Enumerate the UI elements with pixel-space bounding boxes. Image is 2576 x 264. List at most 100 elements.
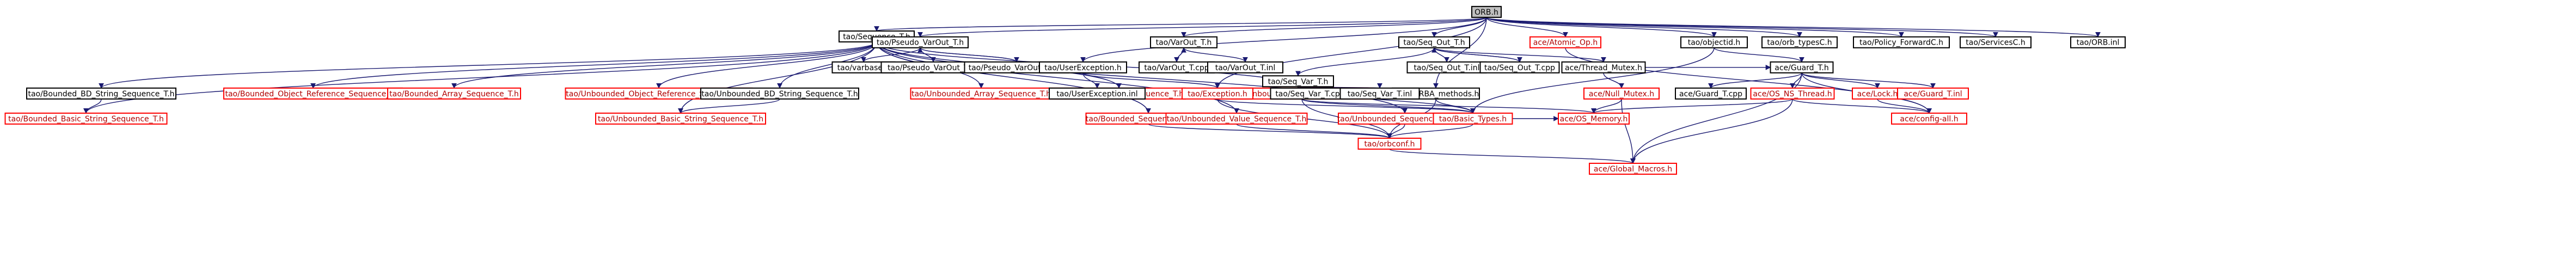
node-bbasic[interactable]: tao/Bounded_Basic_String_Sequence_T.h	[4, 112, 168, 125]
node-label: ace/Guard_T.cpp	[1679, 90, 1742, 99]
edge-userexc-to-exception	[1082, 72, 1220, 89]
node-box	[1471, 5, 1502, 18]
node-svcpp[interactable]: tao/Seq_Var_T.cpp	[1270, 87, 1350, 100]
node-nullmutex[interactable]: ace/Null_Mutex.h	[1583, 87, 1660, 100]
node-objectid[interactable]: tao/objectid.h	[1680, 36, 1748, 48]
node-label: tao/Pseudo_VarOut_T.inl	[888, 64, 979, 72]
edge-seq-to-uv	[876, 41, 1239, 114]
node-label: tao/Bounded_Basic_String_Sequence_T.h	[8, 115, 164, 124]
edge-seq-to-bor	[310, 41, 877, 89]
node-label: ace/Guard_T.inl	[1904, 90, 1962, 99]
edge-orb-to-userexc	[1080, 17, 1487, 63]
node-sv[interactable]: tao/Seq_Var_T.h	[1262, 75, 1334, 88]
edge-uv-to-orbconf	[1236, 124, 1392, 139]
node-box	[1182, 87, 1253, 100]
node-label: tao/VarOut_T.cpp	[1144, 64, 1209, 72]
edge-bscdr-to-orbconf	[1148, 124, 1392, 139]
node-globalmacros[interactable]: ace/Global_Macros.h	[1589, 163, 1677, 175]
edge-orb-to-seq	[874, 17, 1487, 32]
edge-orb-to-policyfwd	[1486, 17, 1904, 38]
node-label: tao/Seq_Var_T.cpp	[1275, 90, 1344, 99]
node-box	[1207, 61, 1283, 73]
node-ubd[interactable]: tao/Unbounded_BD_String_Sequence_T.h	[700, 87, 859, 100]
node-box	[1529, 36, 1601, 48]
edge-orb-to-corba	[1433, 17, 1487, 89]
node-label: tao/Unbounded_Array_Sequence_T.h	[911, 90, 1051, 99]
node-lock[interactable]: ace/Lock.h	[1852, 87, 1903, 100]
node-label: tao/Seq_Out_T.cpp	[1484, 64, 1555, 72]
node-varbase[interactable]: tao/varbase.h	[831, 61, 896, 73]
node-soinl[interactable]: tao/Seq_Out_T.inl	[1406, 61, 1487, 73]
node-basic[interactable]: tao/Basic_Types.h	[1433, 112, 1513, 125]
node-pvoinl[interactable]: tao/Pseudo_VarOut_T.inl	[880, 61, 986, 73]
node-vocpp[interactable]: tao/VarOut_T.cpp	[1139, 61, 1215, 73]
node-label: tao/Seq_Var_T.inl	[1348, 90, 1412, 99]
node-label: tao/varbase.h	[837, 64, 890, 72]
node-box	[1479, 61, 1560, 73]
node-box	[1675, 87, 1747, 100]
node-box	[1339, 87, 1420, 100]
node-label: tao/Bounded_BD_String_Sequence_T.h	[28, 90, 174, 99]
node-bor[interactable]: tao/Bounded_Object_Reference_Sequence_T.…	[223, 87, 403, 100]
node-orb[interactable]: ORB.h	[1471, 5, 1502, 18]
node-guardinl[interactable]: ace/Guard_T.inl	[1897, 87, 1969, 100]
node-orbconf[interactable]: tao/orbconf.h	[1357, 137, 1422, 150]
node-atomic[interactable]: ace/Atomic_Op.h	[1529, 36, 1601, 48]
edge-basic-to-orbconf	[1387, 124, 1473, 139]
node-exception[interactable]: tao/Exception.h	[1182, 87, 1253, 100]
node-threadmutex[interactable]: ace/Thread_Mutex.h	[1561, 61, 1646, 73]
node-vo[interactable]: tao/VarOut_T.h	[1150, 36, 1217, 48]
edge-pvocpp-to-pvo	[917, 47, 1017, 63]
node-label: ace/Lock.h	[1857, 90, 1898, 99]
node-servicesc[interactable]: tao/ServicesC.h	[1960, 36, 2032, 48]
node-box	[1770, 61, 1834, 73]
node-orbinl[interactable]: tao/ORB.inl	[2070, 36, 2126, 48]
edge-seq-to-ba	[451, 41, 877, 89]
node-box	[1561, 61, 1646, 73]
node-policyfwd[interactable]: tao/Policy_ForwardC.h	[1853, 36, 1950, 48]
edge-so-to-sv	[1295, 47, 1435, 77]
node-userexc[interactable]: tao/UserException.h	[1039, 61, 1127, 73]
node-label: tao/Seq_Out_T.inl	[1414, 64, 1479, 72]
node-label: tao/Unbounded_BD_String_Sequence_T.h	[701, 90, 858, 99]
node-label: ace/Thread_Mutex.h	[1565, 64, 1642, 72]
node-userexcinl[interactable]: tao/UserException.inl	[1049, 87, 1146, 100]
node-box	[1039, 61, 1127, 73]
node-label: tao/Bounded_Array_Sequence_T.h	[389, 90, 519, 99]
node-label: tao/Seq_Var_T.h	[1268, 77, 1329, 86]
node-box	[1150, 36, 1217, 48]
edge-orb-to-atomic	[1486, 17, 1568, 38]
node-so[interactable]: tao/Seq_Out_T.h	[1398, 36, 1470, 48]
node-pvo[interactable]: tao/Pseudo_VarOut_T.h	[872, 36, 969, 48]
node-label: ace/config-all.h	[1900, 115, 1958, 124]
node-osns[interactable]: ace/OS_NS_Thread.h	[1750, 87, 1835, 100]
node-label: ORB.h	[1474, 8, 1498, 17]
node-box	[595, 112, 766, 125]
node-config[interactable]: ace/config-all.h	[1891, 112, 1967, 125]
edge-nullmutex-to-osmem	[1591, 99, 1622, 114]
node-box	[4, 112, 168, 125]
header-file-nodes: ORB.htao/Sequence_T.htao/Pseudo_VarOut_T…	[4, 5, 2126, 175]
node-guardcpp[interactable]: ace/Guard_T.cpp	[1675, 87, 1747, 100]
node-label: tao/UserException.h	[1044, 64, 1121, 72]
node-label: tao/Seq_Out_T.h	[1403, 39, 1465, 47]
node-svinl[interactable]: tao/Seq_Var_T.inl	[1339, 87, 1420, 100]
node-box	[1398, 36, 1470, 48]
node-ua[interactable]: tao/Unbounded_Array_Sequence_T.h	[910, 87, 1053, 100]
node-ba[interactable]: tao/Bounded_Array_Sequence_T.h	[387, 87, 521, 100]
node-label: tao/UserException.inl	[1056, 90, 1137, 99]
node-socpp[interactable]: tao/Seq_Out_T.cpp	[1479, 61, 1560, 73]
node-orbtypes[interactable]: tao/orb_typesC.h	[1761, 36, 1838, 48]
node-voinl[interactable]: tao/VarOut_T.inl	[1207, 61, 1283, 73]
edge-nullmutex-to-globalmacros	[1621, 99, 1636, 164]
edge-objectid-to-basic	[1470, 47, 1715, 114]
node-uv[interactable]: tao/Unbounded_Value_Sequence_T.h	[1165, 112, 1308, 125]
edge-guard-to-guardcpp	[1708, 72, 1802, 89]
node-bbs[interactable]: tao/Bounded_BD_String_Sequence_T.h	[26, 87, 176, 100]
node-osmem[interactable]: ace/OS_Memory.h	[1558, 112, 1630, 125]
edge-socpp-to-so	[1431, 47, 1520, 63]
node-guard[interactable]: ace/Guard_T.h	[1770, 61, 1834, 73]
node-ubasic[interactable]: tao/Unbounded_Basic_String_Sequence_T.h	[595, 112, 766, 125]
node-box	[1853, 36, 1950, 48]
edge-osns-to-globalmacros	[1630, 99, 1793, 164]
